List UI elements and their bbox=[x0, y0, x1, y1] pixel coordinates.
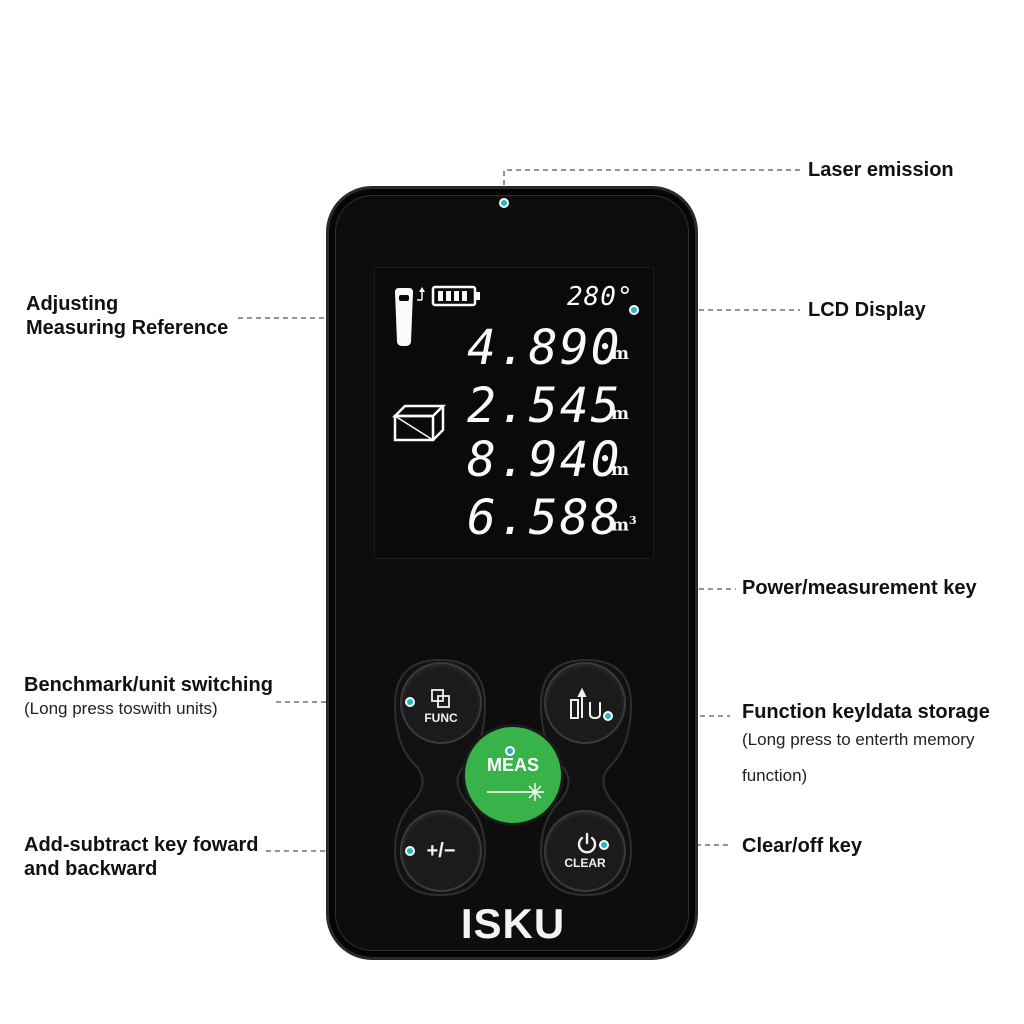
adjusting-label-line1: Adjusting bbox=[26, 293, 119, 315]
benchmark-label: Benchmark/unit switching bbox=[24, 674, 273, 696]
benchmark-sublabel: (Long press toswith units) bbox=[24, 699, 218, 718]
power-key-dot bbox=[505, 746, 515, 756]
function-storage-icon bbox=[570, 688, 601, 720]
laser-emission-label: Laser emission bbox=[808, 159, 954, 181]
clear-off-button[interactable]: CLEAR bbox=[544, 810, 626, 892]
reading-1-value: 4.890 bbox=[467, 320, 622, 376]
add-subtract-dot bbox=[405, 846, 415, 856]
cubic-superscript: 3 bbox=[629, 514, 637, 527]
add-subtract-label-line2: and backward bbox=[24, 858, 158, 880]
function-key-sublabel-1: (Long press to enterth memory bbox=[742, 730, 975, 749]
clear-off-label: Clear/off key bbox=[742, 835, 863, 857]
meas-button[interactable]: MEAS bbox=[462, 724, 564, 826]
reading-3-unit: m bbox=[611, 460, 629, 480]
reading-4-value: 6.588 bbox=[467, 490, 622, 546]
callout-lcd-display: LCD Display bbox=[808, 298, 926, 322]
func-label: FUNC bbox=[424, 711, 458, 725]
benchmark-dot bbox=[405, 697, 415, 707]
reference-icon bbox=[395, 287, 425, 346]
reading-4-unit: m3 bbox=[611, 514, 637, 536]
function-storage-button[interactable] bbox=[544, 662, 626, 744]
callout-clear-off: Clear/off key bbox=[742, 834, 862, 858]
callout-laser-emission: Laser emission bbox=[808, 158, 954, 182]
power-key-label: Power/measurement key bbox=[742, 577, 977, 599]
volume-box-icon bbox=[391, 404, 447, 442]
reading-3-value: 8.940 bbox=[467, 432, 622, 488]
clear-label: CLEAR bbox=[564, 856, 606, 870]
reading-2-value: 2.545 bbox=[467, 378, 622, 434]
laser-icon bbox=[487, 783, 544, 801]
reading-1-unit: m bbox=[611, 344, 629, 364]
reading-2-unit: m bbox=[611, 404, 629, 424]
function-key-label: Function keyldata storage bbox=[742, 701, 990, 723]
laser-emission-dot bbox=[499, 198, 509, 208]
callout-benchmark: Benchmark/unit switching (Long press tos… bbox=[24, 673, 273, 721]
lcd-display-dot bbox=[629, 305, 639, 315]
angle-readout: 280° bbox=[567, 282, 634, 312]
meas-label: MEAS bbox=[486, 755, 539, 775]
lcd-display-label: LCD Display bbox=[808, 299, 926, 321]
function-key-dot bbox=[603, 711, 613, 721]
callout-power-key: Power/measurement key bbox=[742, 576, 977, 600]
add-subtract-label-line1: Add-subtract key foward bbox=[24, 834, 259, 856]
adjusting-label-line2: Measuring Reference bbox=[26, 317, 229, 339]
plus-minus-label: +/− bbox=[426, 840, 456, 862]
callout-add-subtract: Add-subtract key foward and backward bbox=[24, 833, 258, 881]
power-icon bbox=[577, 832, 597, 854]
battery-icon bbox=[431, 285, 480, 307]
function-key-sublabel-2: function) bbox=[742, 766, 808, 785]
layers-icon bbox=[431, 689, 450, 708]
callout-function-key: Function keyldata storage (Long press to… bbox=[742, 700, 990, 788]
callout-adjusting-reference: Adjusting Measuring Reference bbox=[26, 292, 228, 340]
brand-logo: ISKU bbox=[460, 900, 566, 947]
lcd-display: 280° 4.890 m 2.545 m 8.940 m 6.588 m3 bbox=[374, 267, 654, 559]
clear-off-dot bbox=[599, 840, 609, 850]
